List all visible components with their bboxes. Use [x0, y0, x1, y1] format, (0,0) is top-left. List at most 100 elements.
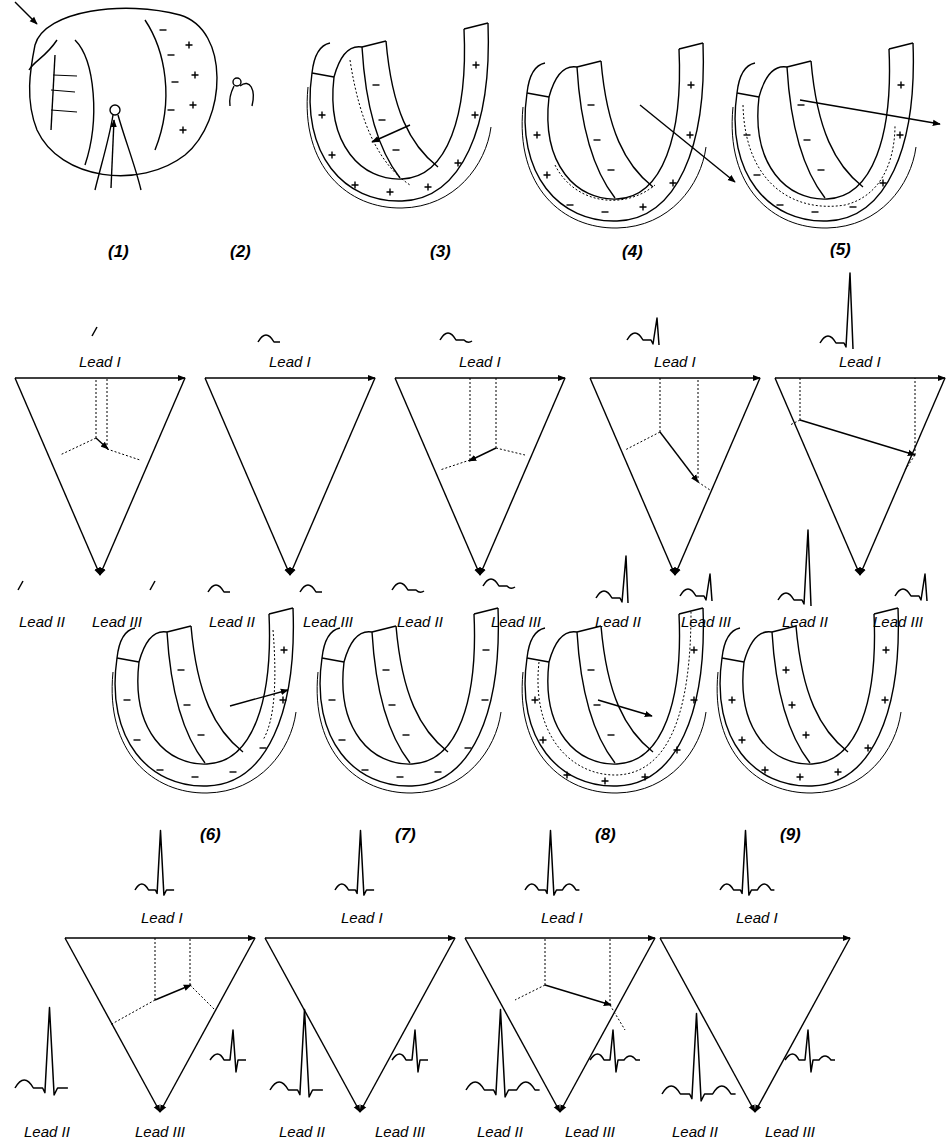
heart-8 [522, 608, 706, 793]
ecg-trace-part [785, 1030, 835, 1072]
heart-4-part [555, 165, 655, 200]
lead-label: Lead I [654, 353, 696, 370]
lead-label: Lead III [491, 613, 541, 630]
einthoven-triangle [265, 938, 455, 1112]
heart-6-part [230, 772, 237, 773]
einthoven-triangle-part [480, 378, 565, 575]
ecg-trace-part [92, 327, 97, 336]
heart-6-part [260, 748, 267, 749]
einthoven-triangle-part [395, 377, 565, 378]
heart-vector [372, 125, 410, 142]
heart-6-part [192, 777, 199, 778]
einthoven-triangle-part [660, 937, 850, 938]
atria-section-part [51, 75, 77, 112]
einthoven-triangle-part [96, 438, 108, 449]
heart-vector [640, 105, 735, 182]
einthoven-triangle [65, 938, 255, 1112]
einthoven-triangle-part [660, 432, 698, 482]
heart-8-part [564, 772, 571, 779]
heart-4-part [688, 82, 695, 89]
heart-8-part [538, 612, 691, 775]
einthoven-triangle-part [560, 938, 655, 1112]
heart-3-part [425, 184, 432, 191]
einthoven-triangle-part [590, 378, 675, 575]
heart-9-part [762, 767, 769, 774]
heart-9-part [729, 697, 736, 704]
heart-6-part [178, 670, 185, 671]
lead-label: Lead I [141, 909, 183, 926]
heart-4-part [588, 105, 595, 106]
panel-number: (5) [830, 240, 851, 260]
heart-5-part [898, 82, 905, 89]
heart-7-part [435, 772, 442, 773]
einthoven-triangle-part [545, 985, 611, 1005]
heart-4-part [640, 204, 647, 211]
lead-label: Lead II [24, 1123, 70, 1140]
ecg-trace-part [392, 583, 424, 592]
heart-3-part [455, 160, 462, 167]
panel-number: (9) [780, 825, 801, 845]
heart-8-part [540, 737, 547, 744]
ecg-trace-part [720, 831, 774, 896]
ecg-trace-part [300, 585, 322, 592]
einthoven-triangle [590, 378, 760, 575]
lead-label: Lead III [303, 613, 353, 630]
atria-section-part [180, 127, 187, 134]
ecg-trace-part [15, 1008, 68, 1095]
lead-label: Lead I [839, 353, 881, 370]
heart-9-part [797, 774, 804, 781]
heart-3-part [350, 60, 410, 185]
heart-5-part [897, 132, 904, 139]
heart-3-part [393, 150, 400, 151]
heart-9-part [882, 697, 889, 704]
heart-7-part [403, 735, 410, 736]
heart-7-part [389, 705, 396, 706]
lead-label: Lead I [459, 353, 501, 370]
lead-label: Lead I [541, 909, 583, 926]
ecg-trace-part [596, 556, 628, 603]
heart-5-part [777, 205, 784, 206]
einthoven-triangle-part [800, 420, 915, 455]
heart-4-part [534, 132, 541, 139]
einthoven-triangle-part [65, 937, 255, 938]
lead-label: Lead II [477, 1123, 523, 1140]
atria-section-part [172, 82, 179, 83]
ecg-trace-part [483, 579, 515, 588]
ecg-trace-part [820, 273, 853, 349]
einthoven-triangle-part [590, 377, 760, 378]
heart-vector [230, 690, 288, 706]
panel-number: (3) [430, 242, 451, 262]
heart-3-part [329, 152, 336, 159]
einthoven-triangle [395, 378, 565, 575]
einthoven-triangle [775, 378, 945, 575]
heart-7-part [362, 770, 369, 771]
einthoven-triangle-part [860, 378, 945, 575]
einthoven-triangle-part [440, 378, 525, 470]
einthoven-triangle-part [15, 377, 185, 378]
atria-section-part [15, 2, 37, 24]
heart-7-part [317, 608, 501, 793]
einthoven-triangle-part [790, 378, 915, 470]
einthoven-triangle-part [660, 938, 755, 1112]
einthoven-triangle [205, 378, 375, 575]
panel-number: (6) [200, 825, 221, 845]
heart-6-part [184, 705, 191, 706]
heart-6-part [124, 700, 131, 701]
heart-8-part [642, 774, 649, 781]
heart-5-part [743, 105, 895, 206]
heart-9 [717, 608, 901, 793]
heart-8-part [588, 670, 595, 671]
lead-label: Lead I [79, 353, 121, 370]
einthoven-triangle-part [160, 938, 255, 1112]
heart-7-part [383, 670, 390, 671]
heart-7-part [397, 777, 404, 778]
einthoven-triangle-part [265, 937, 455, 938]
einthoven-triangle-part [290, 378, 375, 575]
lead-label: Lead III [765, 1123, 815, 1140]
heart-3-part [379, 120, 386, 121]
heart-4-part [567, 205, 574, 206]
heart-5-part [850, 207, 857, 208]
heart-5-part [732, 43, 916, 228]
heart-3-part [473, 62, 480, 69]
einthoven-triangle [15, 378, 185, 575]
